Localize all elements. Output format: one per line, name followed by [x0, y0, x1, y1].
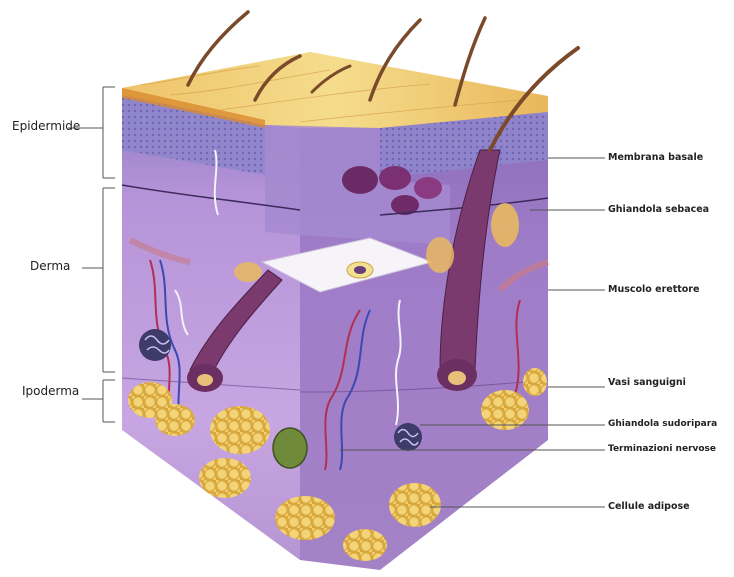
- sweat-gland-left: [139, 329, 171, 361]
- label-membrana-basale: Membrana basale: [608, 152, 703, 163]
- nerve-receptor: [273, 428, 307, 468]
- label-ghiandola-sebacea: Ghiandola sebacea: [608, 204, 709, 215]
- sebaceous-gland: [491, 203, 519, 247]
- label-cellule-adipose: Cellule adipose: [608, 501, 690, 512]
- label-terminazioni-nervose: Terminazioni nervose: [608, 444, 716, 454]
- label-ipoderma: Ipoderma: [22, 384, 79, 398]
- left-brackets: [68, 87, 115, 422]
- label-derma: Derma: [30, 259, 70, 273]
- label-muscolo-erettore: Muscolo erettore: [608, 284, 699, 295]
- sweat-gland-right: [394, 423, 422, 451]
- label-ghiandola-sudoripara: Ghiandola sudoripara: [608, 419, 717, 429]
- label-epidermide: Epidermide: [12, 119, 80, 133]
- label-vasi-sanguigni: Vasi sanguigni: [608, 377, 686, 388]
- follicle-cross-section: [347, 262, 373, 278]
